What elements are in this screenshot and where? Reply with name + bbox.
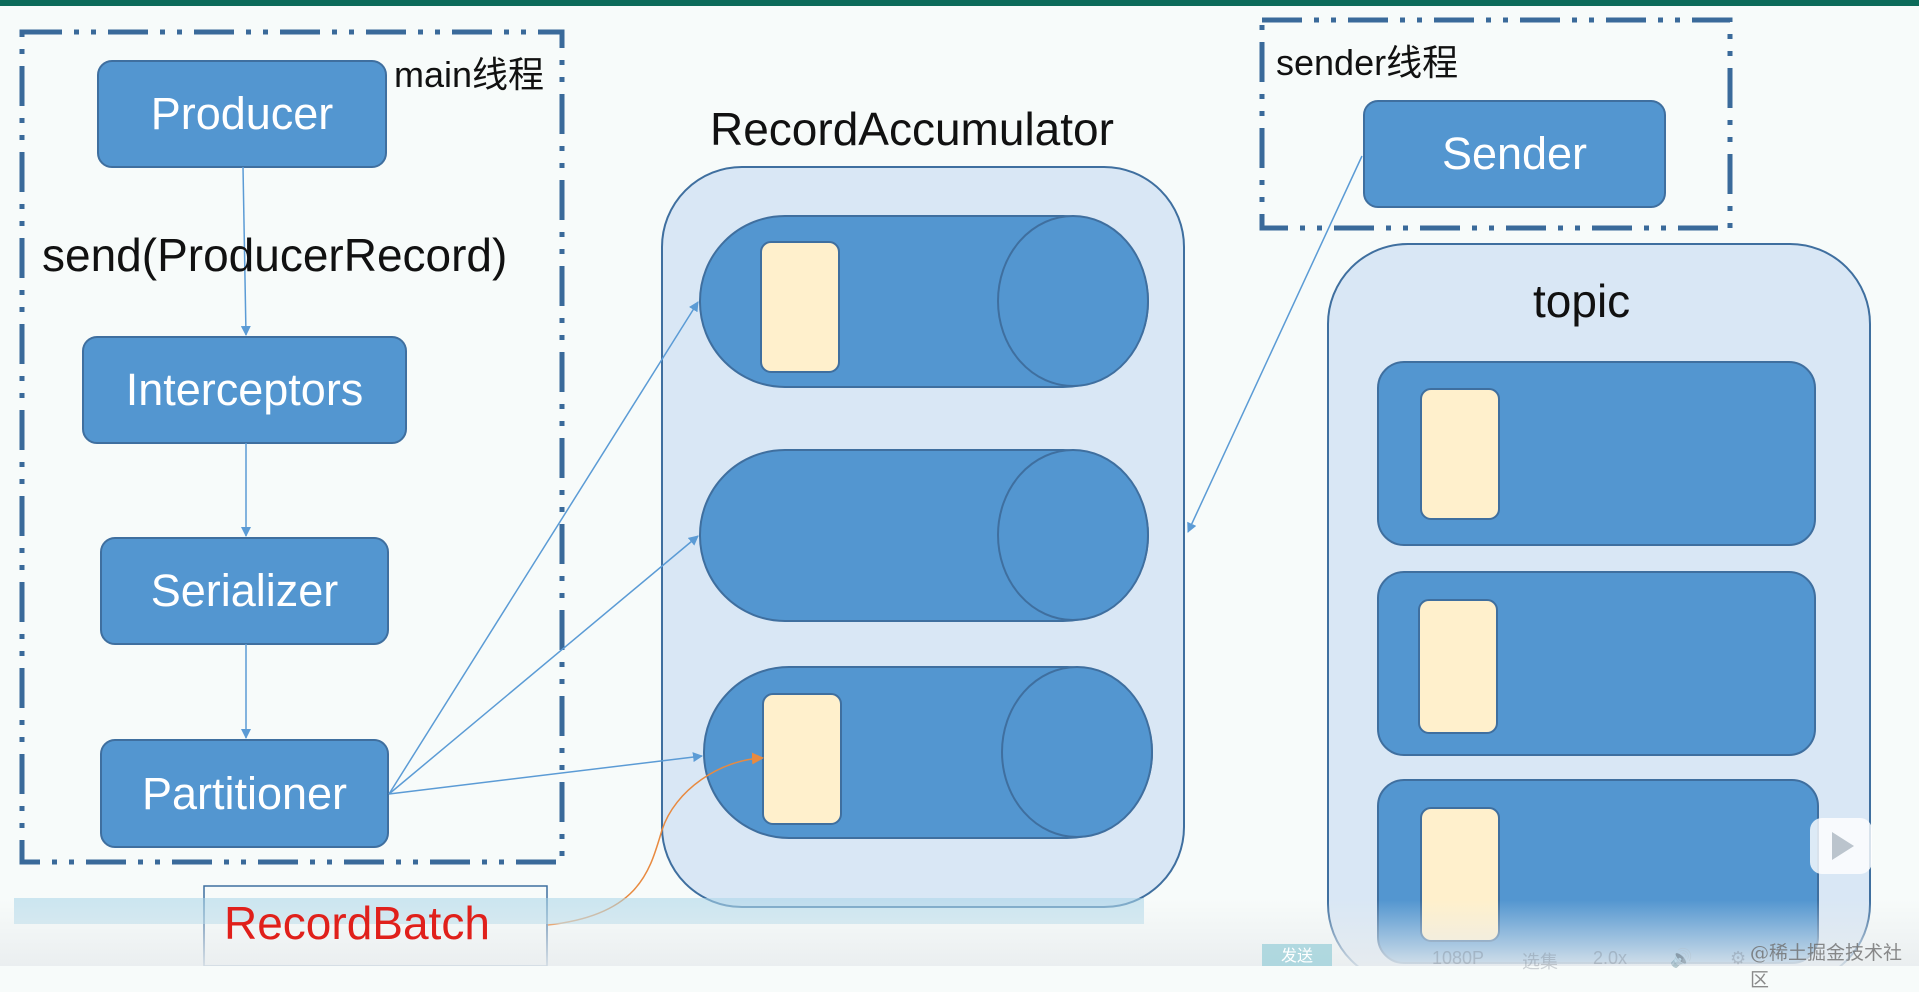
interceptors-box bbox=[82, 336, 407, 444]
settings-icon[interactable]: ⚙ bbox=[1730, 948, 1747, 968]
arrow-partitioner-queue-1 bbox=[388, 301, 699, 795]
sender-box bbox=[1363, 100, 1666, 208]
send-danmaku-button[interactable]: 发送 bbox=[1262, 944, 1332, 966]
top-accent-bar bbox=[0, 0, 1919, 6]
episodes-button[interactable]: 选集 bbox=[1522, 952, 1558, 972]
sender-thread-label: sender线程 bbox=[1276, 42, 1459, 83]
partitioner-label: Partitioner bbox=[141, 767, 348, 819]
accumulator-queue-2 bbox=[699, 449, 1149, 622]
topic-title: topic bbox=[1533, 275, 1631, 327]
partitioner-box bbox=[100, 739, 389, 848]
interceptors-label: Interceptors bbox=[125, 364, 364, 415]
sender-thread-frame bbox=[1259, 17, 1733, 231]
arrow-sender-accumulator bbox=[1187, 155, 1363, 533]
record-batch-label: RecordBatch bbox=[224, 897, 490, 949]
send-call-label: send(ProducerRecord) bbox=[42, 229, 508, 281]
quality-button[interactable]: 1080P bbox=[1432, 948, 1485, 968]
main-thread-label: main线程 bbox=[394, 54, 545, 95]
producer-label: Producer bbox=[150, 88, 334, 139]
play-icon[interactable] bbox=[1810, 818, 1872, 874]
sender-label: Sender bbox=[1441, 128, 1588, 179]
topic-partition-2 bbox=[1377, 571, 1816, 756]
accumulator-queue-1 bbox=[699, 215, 1149, 388]
serializer-label: Serializer bbox=[150, 565, 339, 616]
serializer-box bbox=[100, 537, 389, 645]
topic-partition-1 bbox=[1377, 361, 1816, 546]
accumulator-title: RecordAccumulator bbox=[710, 103, 1114, 155]
record-batch-block bbox=[760, 241, 840, 373]
arrow-producer-interceptors bbox=[240, 166, 251, 336]
volume-icon[interactable]: 🔊 bbox=[1670, 948, 1693, 968]
accumulator-queue-3 bbox=[703, 666, 1153, 839]
producer-box bbox=[97, 60, 387, 168]
speed-button[interactable]: 2.0x bbox=[1593, 948, 1628, 968]
player-control-bar bbox=[0, 900, 1919, 966]
arrow-partitioner-queue-2 bbox=[388, 535, 699, 795]
watermark: @稀土掘金技术社区 bbox=[1750, 942, 1903, 991]
kafka-producer-diagram bbox=[19, 17, 1871, 966]
main-thread-frame bbox=[19, 29, 565, 865]
record-batch-block bbox=[762, 693, 842, 825]
arrow-partitioner-queue-3 bbox=[388, 752, 703, 795]
